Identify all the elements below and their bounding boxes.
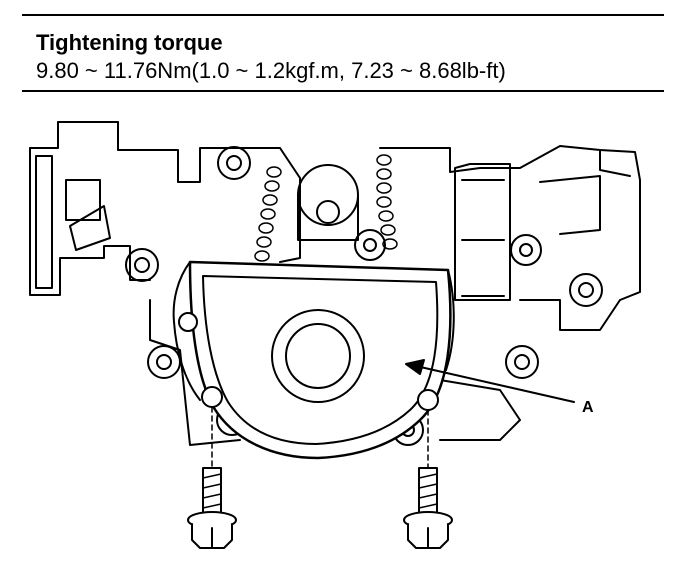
timing-chain-right — [376, 154, 398, 250]
bottom-rule — [22, 90, 664, 92]
spec-value: 9.80 ~ 11.76Nm(1.0 ~ 1.2kgf.m, 7.23 ~ 8.… — [36, 58, 506, 83]
lower-panel — [149, 299, 241, 446]
timing-chain-left — [254, 166, 282, 262]
callout-arrow — [405, 359, 575, 403]
flange-bolt-left-icon — [187, 467, 237, 549]
front-cover — [172, 260, 455, 460]
alignment-guides — [211, 406, 429, 469]
spec-title: Tightening torque — [36, 30, 223, 55]
flange-bolt-right-icon — [403, 467, 453, 549]
torque-spec-block: Tightening torque 9.80 ~ 11.76Nm(1.0 ~ 1… — [22, 14, 664, 92]
top-rule — [22, 14, 664, 16]
crank-sprocket — [297, 164, 359, 241]
engine-block — [29, 121, 641, 441]
callout-label-a: A — [582, 399, 594, 416]
